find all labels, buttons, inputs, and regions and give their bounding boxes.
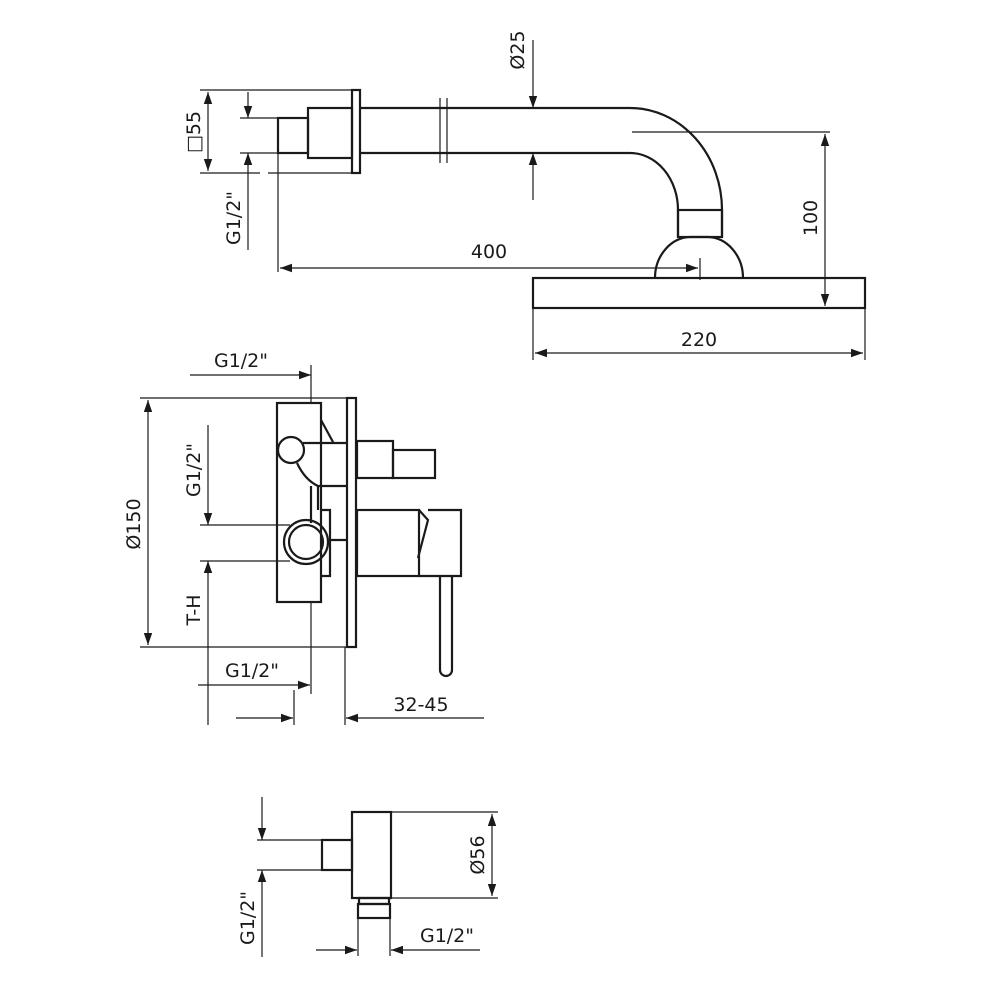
valve-body xyxy=(355,508,421,578)
inlet-ring xyxy=(282,518,330,566)
bottom-thread-label: G1/2" xyxy=(225,660,279,682)
outlet-body xyxy=(350,810,393,900)
arm-collar xyxy=(306,106,354,160)
side-thread-label: G1/2" xyxy=(183,443,205,497)
shower-head xyxy=(531,276,867,310)
upper-port xyxy=(276,435,306,465)
wall-outlet-view: G1/2" Ø56 G1/2" xyxy=(237,797,498,957)
wall-flange xyxy=(350,88,362,175)
mixer-handle xyxy=(416,508,463,578)
head-width-label: 220 xyxy=(681,329,717,351)
inlet-thread-label: G1/2" xyxy=(237,891,259,945)
height-label: T-H xyxy=(183,594,205,626)
mixer-lever xyxy=(438,576,454,678)
outlet-thread-label: G1/2" xyxy=(420,925,474,947)
outlet-fitting xyxy=(356,902,392,920)
cover-plate xyxy=(345,396,358,649)
depth-range-label: 32-45 xyxy=(393,694,448,716)
diverter-stem xyxy=(355,439,395,480)
outlet-inlet-nipple xyxy=(320,838,354,872)
arm-thread-nipple xyxy=(276,116,310,155)
mixer-view: G1/2" Ø150 G1/2" T-H G1/2" 32-45 xyxy=(123,350,484,725)
head-dome xyxy=(653,235,745,279)
pipe-diameter-label: Ø25 xyxy=(507,30,529,69)
mixer-box xyxy=(275,401,323,604)
arm-pipe xyxy=(360,106,724,237)
arm-length-label: 400 xyxy=(471,241,507,263)
shower-arm-view: □55 G1/2" Ø25 400 100 220 xyxy=(183,30,867,360)
head-joint xyxy=(676,208,724,239)
top-thread-label: G1/2" xyxy=(214,350,268,372)
outlet-diameter-label: Ø56 xyxy=(467,835,489,874)
flange-square-label: □55 xyxy=(183,111,205,153)
pipe-break-marks xyxy=(439,98,448,163)
diverter-knob xyxy=(391,448,437,480)
drop-label: 100 xyxy=(800,200,822,236)
arm-thread-label: G1/2" xyxy=(223,191,245,245)
plate-diameter-label: Ø150 xyxy=(123,498,145,549)
